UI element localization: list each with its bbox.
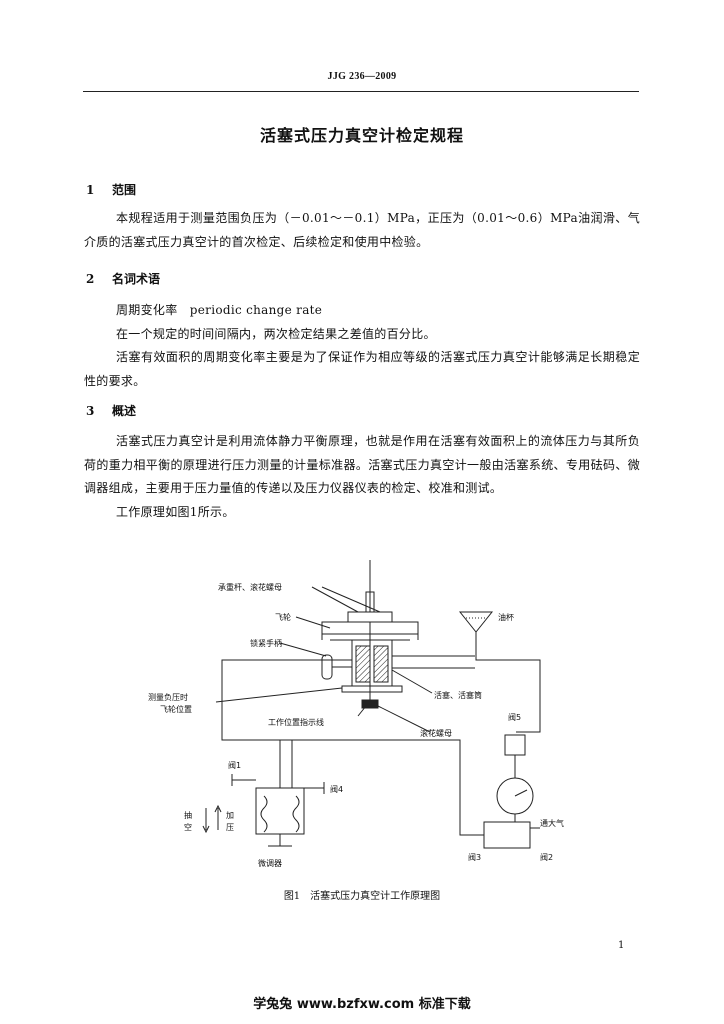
paragraph: 活塞式压力真空计是利用流体静力平衡原理，也就是作用在活塞有效面积上的流体压力与其… — [84, 434, 640, 495]
paragraph: 工作原理如图1所示。 — [116, 504, 235, 519]
label-micro-adjuster: 微调器 — [258, 858, 282, 868]
valve-block — [483, 821, 531, 849]
page-number: 1 — [618, 940, 625, 951]
page-title: 活塞式压力真空计检定规程 — [259, 126, 464, 145]
knurl-nut-bottom — [361, 699, 379, 709]
knurl-nut-top — [347, 611, 393, 623]
lock-handle — [321, 654, 333, 680]
section-1-body: 本规程适用于测量范围负压为（－0.01～－0.1）MPa，正压为（0.01～0.… — [84, 207, 640, 254]
micro-adjuster — [255, 787, 305, 835]
label-load-rod: 承重杆、滚花螺母 — [218, 582, 282, 592]
paragraph: 在一个规定的时间间隔内，两次检定结果之差值的百分比。 — [116, 326, 436, 341]
valve-5 — [504, 734, 526, 756]
label-measure-neg-1: 测量负压时 — [148, 692, 188, 702]
figure-caption: 图1 活塞式压力真空计工作原理图 — [283, 891, 441, 902]
oil-cup — [458, 611, 494, 633]
header-rule — [83, 91, 639, 92]
piston-hatch-left — [355, 645, 371, 683]
term-line: 周期变化率 periodic change rate — [116, 303, 323, 317]
label-flywheel: 飞轮 — [275, 612, 291, 622]
doc-code-header: JJG 236—2009 — [327, 71, 397, 82]
section-title: 概述 — [112, 404, 137, 418]
label-valve-3: 阀3 — [468, 853, 481, 862]
section-title: 名词术语 — [112, 272, 161, 286]
label-valve-2: 阀2 — [540, 853, 553, 862]
paragraph: 活塞有效面积的周期变化率主要是为了保证作为相应等级的活塞式压力真空计能够满足长期… — [84, 350, 640, 388]
label-measure-neg-2: 飞轮位置 — [160, 704, 192, 714]
label-press: 加 — [226, 810, 234, 820]
section-number: 1 — [86, 183, 95, 197]
label-knurl-nut: 滚花螺母 — [420, 728, 452, 738]
label-press-2: 压 — [226, 823, 234, 832]
label-pump: 抽 — [184, 810, 192, 820]
piston-hatch-right — [373, 645, 389, 683]
paragraph: 本规程适用于测量范围负压为（－0.01～－0.1）MPa，正压为（0.01～0.… — [84, 211, 640, 249]
label-to-atmosphere: 通大气 — [540, 818, 564, 828]
section-title: 范围 — [112, 183, 137, 197]
label-lock-handle: 锁紧手柄 — [250, 638, 282, 648]
label-valve-1: 阀1 — [228, 761, 241, 770]
label-pump-2: 空 — [184, 822, 192, 832]
section-2-body: 周期变化率 periodic change rate 在一个规定的时间间隔内，两… — [84, 299, 640, 393]
label-piston: 活塞、活塞筒 — [434, 690, 482, 700]
label-oil-cup: 油杯 — [498, 612, 514, 622]
label-work-position: 工作位置指示线 — [268, 717, 324, 727]
figure-1-diagram: 承重杆、滚花螺母 飞轮 油杯 锁紧手柄 活塞、活塞筒 测量负压时 飞轮位置 工作… — [148, 560, 564, 868]
watermark-footer: 学兔兔 www.bzfxw.com 标准下载 — [253, 997, 471, 1012]
section-2-heading: 2 名词术语 — [86, 270, 160, 287]
section-3-heading: 3 概述 — [86, 402, 136, 419]
lower-flywheel — [341, 685, 403, 693]
label-valve-5: 阀5 — [508, 713, 521, 722]
section-3-body: 活塞式压力真空计是利用流体静力平衡原理，也就是作用在活塞有效面积上的流体压力与其… — [84, 430, 640, 524]
section-number: 2 — [86, 272, 95, 286]
section-number: 3 — [86, 404, 95, 418]
label-valve-4: 阀4 — [330, 785, 343, 794]
section-1-heading: 1 范围 — [86, 181, 136, 198]
